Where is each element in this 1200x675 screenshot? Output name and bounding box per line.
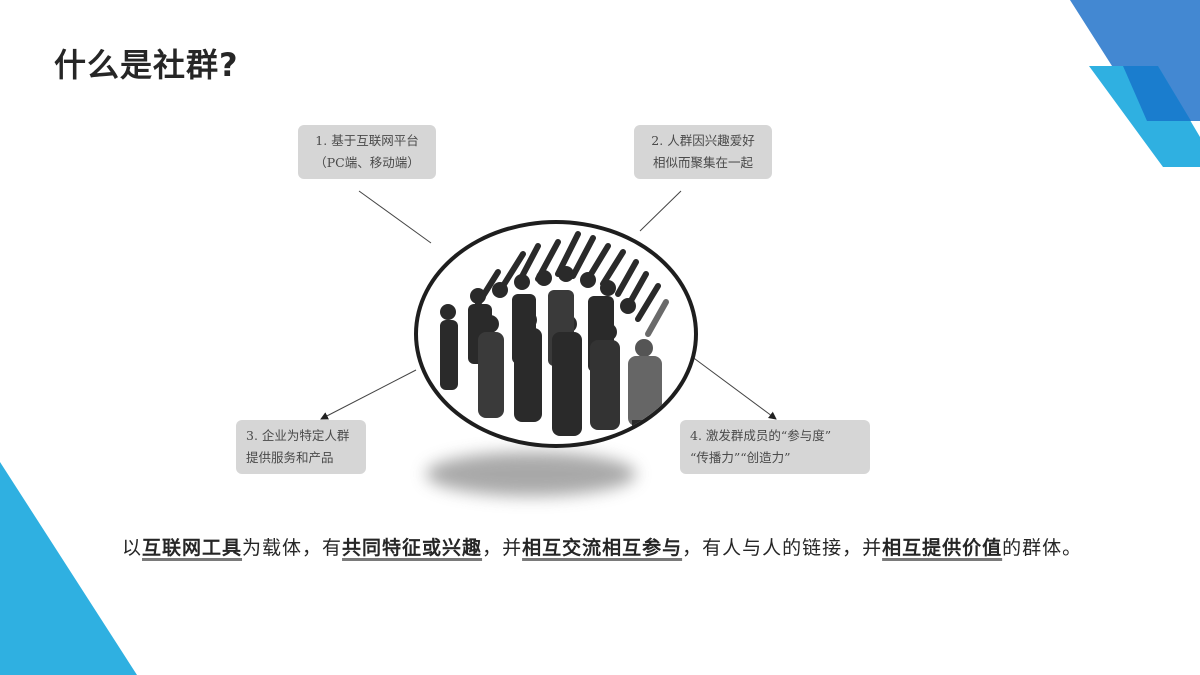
light-blue-parallelogram	[1089, 66, 1200, 167]
definition-text: ，有人与人的链接，并	[682, 537, 883, 559]
dark-blue-parallelogram	[1070, 0, 1200, 121]
ground-shadow	[426, 452, 636, 496]
crowd-silhouette-icon	[440, 231, 669, 442]
keyword-mutual-interaction: 相互交流相互参与	[522, 537, 683, 559]
callout-4-member-engagement: 4. 激发群成员的“参与度” “传播力”“创造力”	[680, 420, 870, 474]
community-definition: 以互联网工具为载体，有共同特征或兴趣，并相互交流相互参与，有人与人的链接，并相互…	[122, 532, 1152, 564]
definition-text: 的群体。	[1002, 537, 1083, 559]
overlap-region	[1123, 66, 1191, 121]
connector-line-1	[358, 190, 432, 244]
community-diagram: 1. 基于互联网平台 （PC端、移动端） 2. 人群因兴趣爱好 相似而聚集在一起…	[236, 116, 876, 508]
light-blue-triangle	[0, 462, 137, 675]
connector-line-2	[639, 190, 682, 232]
page-title: 什么是社群?	[54, 46, 239, 84]
bottom-left-decoration	[0, 462, 137, 675]
keyword-internet-tools: 互联网工具	[142, 537, 243, 559]
keyword-common-interests: 共同特征或兴趣	[342, 537, 483, 559]
definition-text: 为载体，有	[242, 537, 343, 559]
arrow-4	[690, 355, 777, 420]
top-right-decoration	[1070, 0, 1200, 167]
arrow-3	[320, 369, 417, 420]
definition-text: ，并	[482, 537, 523, 559]
definition-text: 以	[122, 537, 143, 559]
callout-3-enterprise-services: 3. 企业为特定人群 提供服务和产品	[236, 420, 366, 474]
crowd-image	[414, 220, 698, 448]
callout-2-shared-interests: 2. 人群因兴趣爱好 相似而聚集在一起	[634, 125, 772, 179]
connector-lines	[320, 190, 777, 420]
callout-1-internet-platform: 1. 基于互联网平台 （PC端、移动端）	[298, 125, 436, 179]
keyword-mutual-value: 相互提供价值	[882, 537, 1003, 559]
